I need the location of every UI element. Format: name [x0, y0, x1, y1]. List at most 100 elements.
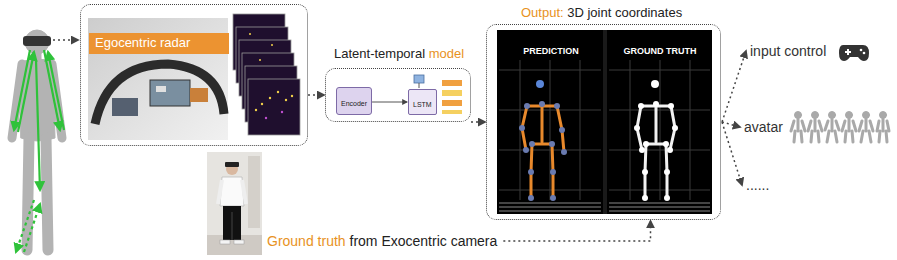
spectrogram-stack-part — [236, 27, 288, 83]
predicted-joints-part — [550, 169, 556, 175]
flow-arrow — [722, 122, 740, 127]
node-text: GROUND TRUTH — [624, 46, 697, 56]
output-panel-part-part — [499, 190, 601, 191]
predicted-joints-part — [554, 103, 560, 109]
spectrogram-dots-part — [261, 103, 263, 105]
radar-photo-part — [112, 98, 138, 116]
spectrogram-stack-part — [242, 53, 294, 109]
output-panel-part-part — [499, 203, 601, 204]
output-panel-part-part — [499, 207, 601, 208]
application-label: ...... — [746, 176, 769, 194]
radar-photo-part — [156, 86, 166, 92]
ground-truth-joints-part — [672, 125, 678, 131]
text-holder: Encoder — [341, 92, 367, 110]
ground-truth-joints-part — [651, 80, 659, 88]
human-figure-part — [27, 138, 29, 250]
avatar-silhouettes-part — [791, 119, 805, 142]
radar-photo-part — [150, 80, 190, 106]
radar-box: Egocentric radar — [80, 4, 308, 146]
ground-truth-joints-part — [667, 147, 673, 153]
sensor-arrow — [53, 39, 78, 41]
encoder-block: Encoder — [336, 87, 372, 115]
ground-truth-joints-part — [634, 125, 640, 131]
exocentric-photo-part — [226, 163, 238, 175]
output-panel-part-part — [499, 70, 601, 71]
ground-truth-joints-part — [653, 101, 659, 107]
ground-truth-joints-part — [642, 169, 648, 175]
avatar-silhouettes-part — [859, 119, 873, 142]
output-panel-part-part — [690, 60, 691, 200]
spectrogram-stack-part — [248, 79, 300, 135]
avatar-silhouettes-part — [812, 112, 819, 119]
gamepad-icon — [839, 45, 869, 61]
predicted-joints-part — [549, 141, 555, 147]
avatar-silhouettes — [791, 112, 889, 143]
predicted-skeleton — [522, 104, 564, 198]
lstm-block: LSTM — [408, 89, 437, 115]
gamepad-icon-part — [847, 49, 849, 55]
predicted-skeleton-part — [541, 104, 544, 142]
gamepad-icon-part — [860, 49, 863, 52]
output-panel-part — [603, 30, 607, 214]
output-panel-part-part — [609, 70, 710, 71]
ground-truth-joints-part — [664, 195, 670, 201]
ground-truth-joints-part — [642, 195, 648, 201]
output-panel-part — [497, 30, 712, 214]
human-figure-part — [33, 52, 41, 61]
model-box: EncoderLSTMLatent-temporal model — [325, 68, 471, 122]
avatar-silhouettes-part — [842, 119, 856, 142]
output-panel-part-part — [580, 60, 581, 200]
ground-truth-skeleton-part — [666, 144, 667, 198]
output-panel-part-part — [520, 60, 521, 200]
ground-truth-joints-part — [663, 141, 669, 147]
output-panel-part — [499, 60, 710, 200]
avatar-silhouettes-part — [880, 112, 887, 119]
exocentric-photo-part — [248, 156, 260, 228]
human-figure-part — [12, 64, 22, 138]
output-panel-part-part — [499, 211, 601, 212]
output-panel-part-part — [499, 110, 601, 111]
radar-rays-part — [48, 52, 64, 130]
spectrogram-stack — [233, 14, 300, 135]
spectrogram-dots-part — [271, 44, 273, 46]
prediction-panel: PREDICTION — [498, 31, 604, 215]
text-holder: avatar — [744, 118, 783, 136]
predicted-joints-part — [524, 103, 530, 109]
predicted-joints — [519, 80, 567, 201]
text-holder: GROUND TRUTH — [608, 40, 712, 58]
node-text: LSTM — [413, 101, 432, 109]
application-label: avatar — [744, 118, 783, 136]
output-box: PREDICTIONGROUND TRUTHOutput: 3D joint c… — [486, 24, 721, 220]
text-holder: PREDICTION — [498, 40, 604, 58]
flow-arrow — [471, 121, 485, 123]
avatar-silhouettes-part — [825, 119, 839, 142]
node-text: avatar — [744, 119, 783, 135]
flow-arrow — [722, 122, 742, 185]
output-panel-part-part — [609, 211, 710, 212]
model-internals-part — [442, 100, 462, 106]
predicted-joints-part — [561, 149, 567, 155]
avatar-silhouettes-part — [808, 119, 822, 142]
model-internals-part — [442, 80, 462, 86]
output-panel-part-part — [630, 60, 631, 200]
spectrogram-dots-part — [281, 111, 283, 113]
avatar-silhouettes-part — [846, 112, 853, 119]
gamepad-icon-part — [845, 51, 851, 53]
node-text: ...... — [746, 177, 769, 193]
flow-arrow — [503, 221, 650, 241]
application-label: input control — [750, 42, 826, 60]
radar-photo-part — [88, 18, 228, 140]
exocentric-photo-part — [225, 162, 239, 167]
model-internals-part — [419, 83, 420, 88]
node-text: Ground truth from Exocentric camera — [267, 233, 497, 249]
radar-rays-part — [14, 50, 30, 130]
predicted-joints-part — [528, 195, 534, 201]
avatar-silhouettes-part — [829, 112, 836, 119]
ground-truth-skeleton-part — [646, 143, 666, 146]
model-internals-part — [442, 90, 462, 96]
radar-rays-part — [24, 204, 40, 252]
output-panel-part — [499, 203, 710, 211]
flow-arrow — [372, 102, 407, 103]
ground-truth-joints-part — [668, 103, 674, 109]
